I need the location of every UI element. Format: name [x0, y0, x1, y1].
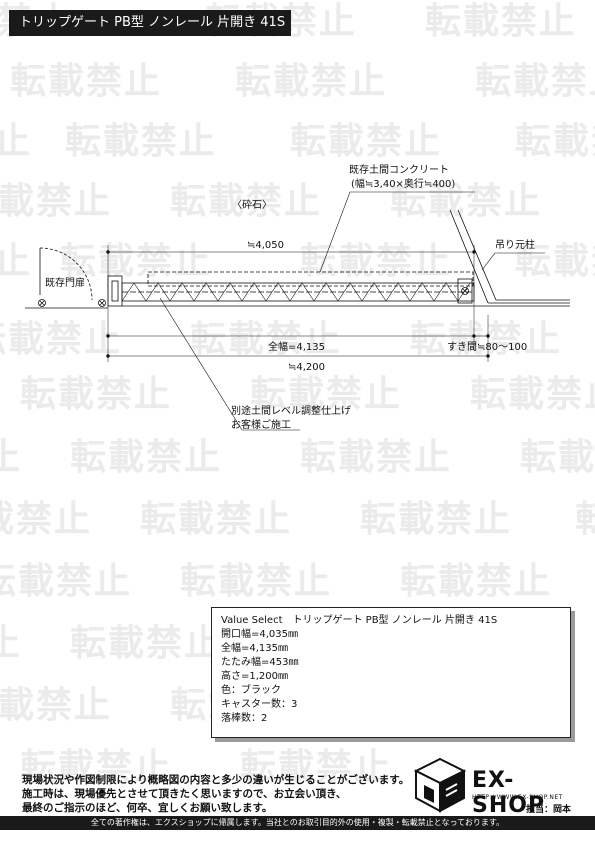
- leader-floor-note: [159, 297, 300, 431]
- hinge-circle-left: [38, 299, 46, 307]
- brand-name: EX-SHOP: [472, 768, 546, 818]
- leader-concrete: [319, 191, 475, 273]
- spec-color: 色：ブラック: [221, 685, 281, 696]
- dimension-4050-label: ≒4,050: [247, 240, 285, 251]
- notice-line-1: 現場状況や作図制限により概略図の内容と多少の違いが生じることがございます。: [22, 774, 410, 786]
- spec-drop-rods: 落棒数：2: [221, 713, 268, 724]
- staff-label: 担当：岡本: [526, 805, 572, 815]
- cube-logo-icon: [413, 757, 467, 813]
- gravel-label: 〈砕石〉: [232, 200, 272, 211]
- existing-gate-swing-arc: [39, 247, 93, 301]
- spec-opening-width: 開口幅=4,035㎜: [221, 629, 299, 640]
- wall-line-outer: [449, 209, 489, 304]
- spec-folded-width: たたみ幅=453㎜: [221, 657, 299, 668]
- page-title: トリップゲート PB型 ノンレール 片開き 41S: [9, 10, 291, 36]
- hanging-post-box: [457, 278, 473, 304]
- customer-work-label: お客様ご施工: [231, 420, 291, 431]
- notice-line-3: 最終のご指示のほど、何卒、宜しくお願い致します。: [22, 802, 273, 814]
- exshop-logo: EX-SHOP HTTP://WWW.EX-SHOP.NET 担当：岡本: [410, 756, 580, 818]
- total-width-label: 全幅=4,135: [268, 342, 326, 353]
- spec-title: Value Select トリップゲート PB型 ノンレール 片開き 41S: [221, 615, 498, 626]
- gate-end-post: [107, 275, 123, 307]
- concrete-label: 既存土間コンクリート: [349, 165, 449, 176]
- spec-height: 高さ=1,200㎜: [221, 671, 289, 682]
- hinge-circle-right: [98, 299, 106, 307]
- hanging-post-label: 吊り元柱: [495, 240, 535, 251]
- notice-line-2: 施工時は、現場優先とさせて頂きたく思いますので、お立会い頂き、: [22, 788, 347, 800]
- spec-total-width: 全幅=4,135㎜: [221, 643, 289, 654]
- site-notice: 現場状況や作図制限により概略図の内容と多少の違いが生じることがございます。 施工…: [22, 773, 409, 815]
- concrete-size-label: (幅≒3,40×奥行≒400): [351, 179, 456, 190]
- spec-casters: キャスター数：3: [221, 699, 298, 710]
- floor-note-label: 別途土間レベル調整仕上げ: [231, 406, 351, 417]
- spec-box: Value Select トリップゲート PB型 ノンレール 片開き 41S 開…: [211, 607, 571, 738]
- concrete-area-outline: [147, 271, 474, 287]
- copyright-footer: 全ての著作権は、エクスショップに帰属します。当社とのお取引目的外の使用・複製・転…: [0, 816, 595, 830]
- leader-hanging-post: [481, 252, 545, 271]
- existing-gate-label: 既存門扉: [45, 278, 85, 289]
- gate-lattice: [121, 282, 471, 302]
- gap-label: すき間≒80～100: [447, 342, 528, 353]
- dimension-4200-label: ≒4,200: [288, 362, 326, 373]
- brand-url: HTTP://WWW.EX-SHOP.NET: [472, 794, 563, 801]
- wall-line-inner: [457, 209, 497, 301]
